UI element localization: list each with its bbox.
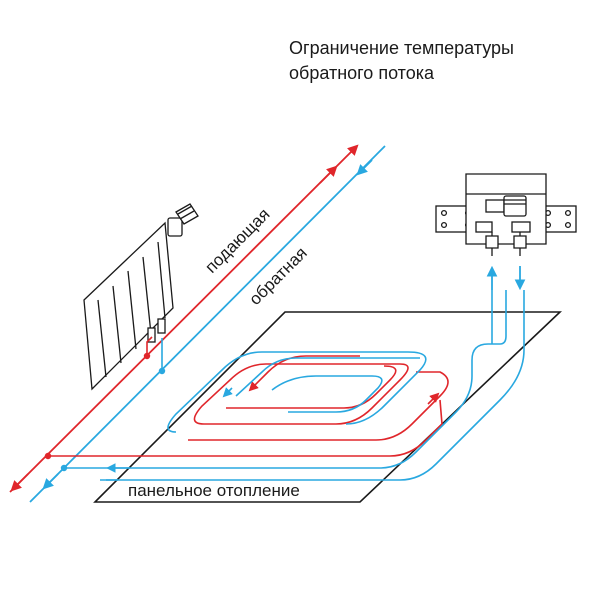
floor-heating-label: панельное отопление <box>128 481 300 500</box>
return-junction-radiator <box>158 367 166 375</box>
floor-coil-supply-inner <box>248 355 360 392</box>
floor-coil-supply <box>188 363 449 457</box>
radiator-icon <box>83 203 199 391</box>
return-main-pipe <box>29 145 386 503</box>
radiator-supply-connection <box>146 336 153 356</box>
floor-coil-return-outer <box>106 290 525 481</box>
supply-arrow-upper <box>319 165 338 184</box>
supply-arrow-lower <box>10 473 29 492</box>
diagram-title: Ограничение температуры обратного потока <box>289 36 514 86</box>
floor-coil-arrow-red <box>427 392 440 405</box>
return-limiter-valve-icon <box>435 173 577 256</box>
return-junction-floor <box>60 464 68 472</box>
floor-coil-arrow-blue <box>222 387 233 398</box>
supply-main-pipe <box>9 144 359 493</box>
return-arrow-lower <box>42 473 59 490</box>
supply-junction-floor <box>44 452 52 460</box>
title-line-2: обратного потока <box>289 63 435 83</box>
supply-junction-radiator <box>143 352 151 360</box>
floor-panel-outline <box>93 311 563 503</box>
title-line-1: Ограничение температуры <box>289 38 514 58</box>
return-arrow-upper <box>356 159 373 176</box>
